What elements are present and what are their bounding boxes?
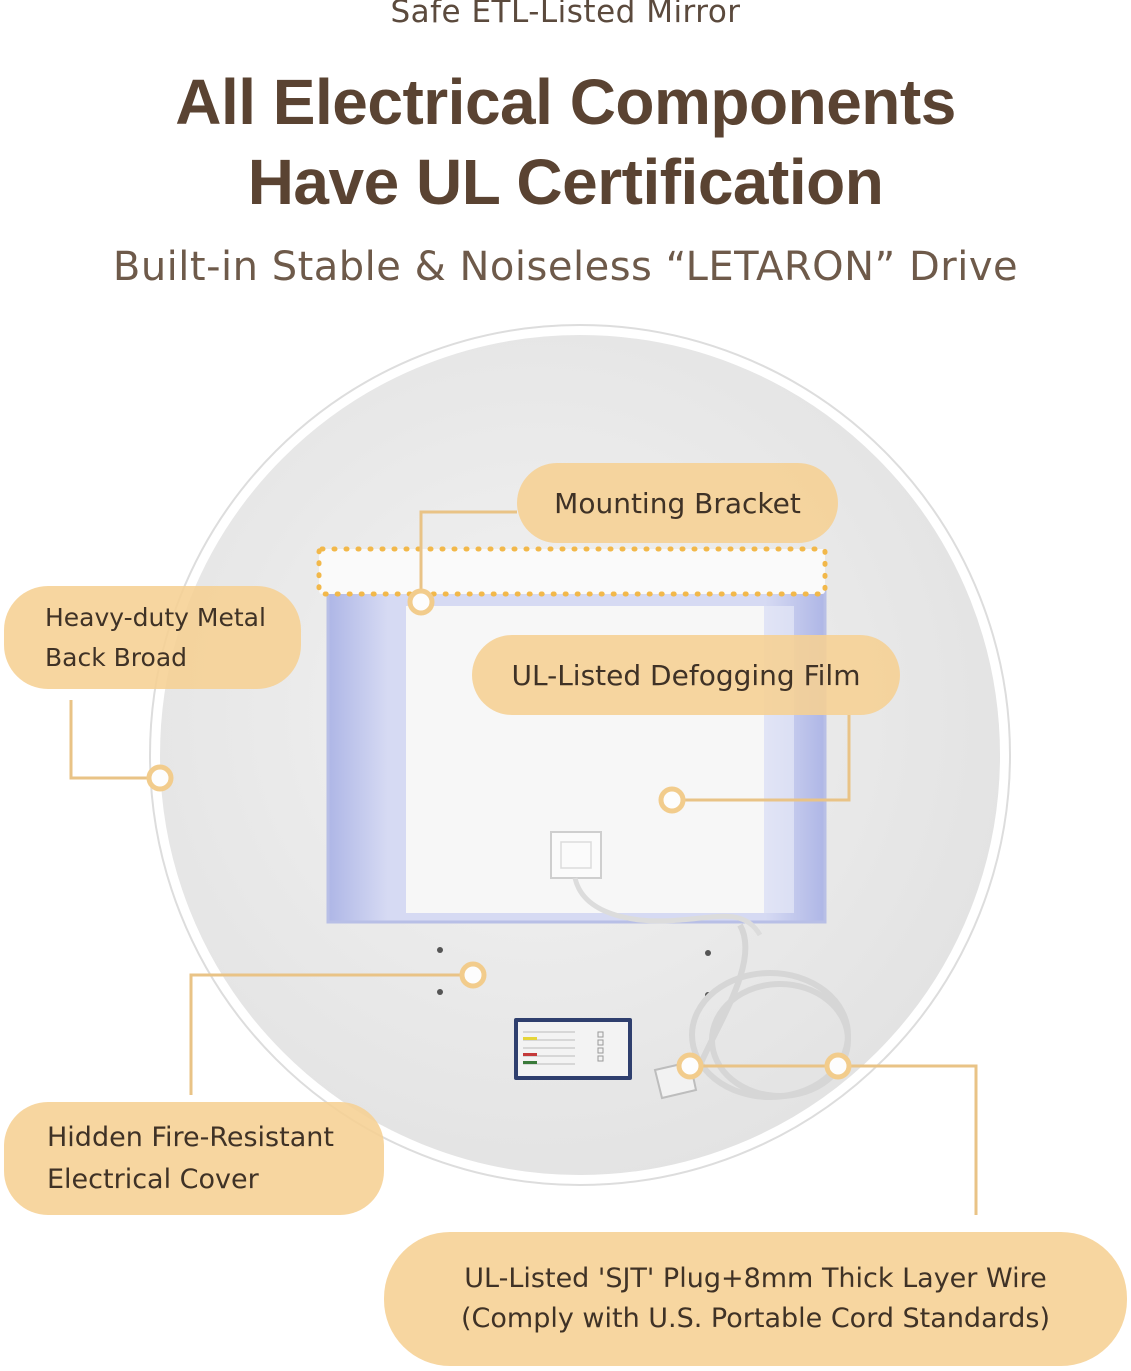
callout-defogging-film-label: UL-Listed Defogging Film — [511, 658, 861, 692]
headline-line-1: All Electrical Components — [175, 66, 956, 138]
callout-metal-back-line-1: Heavy-duty Metal — [45, 602, 266, 632]
anchor-dot-bracket — [407, 588, 435, 616]
callout-metal-back-line-2: Back Broad — [45, 642, 188, 672]
internal-wire — [572, 877, 763, 937]
leader-lines — [69, 510, 978, 1215]
mounting-bracket — [316, 546, 828, 597]
headline: All Electrical Components Have UL Certif… — [0, 62, 1131, 222]
callout-electrical-cover-line-1: Hidden Fire-Resistant — [47, 1121, 334, 1153]
anchor-dot-plug — [676, 1052, 704, 1080]
headline-line-2: Have UL Certification — [247, 146, 884, 218]
anchor-dot-defogging-film — [658, 786, 686, 814]
callout-defogging-film: UL-Listed Defogging Film — [472, 635, 900, 715]
callout-electrical-cover-line-2: Electrical Cover — [47, 1163, 259, 1195]
switch-box — [550, 831, 602, 879]
eyebrow-text: Safe ETL-Listed Mirror — [390, 0, 741, 30]
callout-mounting-bracket: Mounting Bracket — [517, 463, 838, 543]
power-cord-coil — [689, 923, 851, 1100]
callout-sjt-plug: UL-Listed 'SJT' Plug+8mm Thick Layer Wir… — [384, 1232, 1127, 1366]
anchor-dot-electrical-cover — [459, 961, 487, 989]
callout-electrical-cover: Hidden Fire-Resistant Electrical Cover — [4, 1102, 384, 1215]
anchor-dot-metal-back — [146, 764, 174, 792]
anchor-dot-wire — [824, 1052, 852, 1080]
callout-metal-back-board: Heavy-duty Metal Back Broad — [4, 586, 301, 689]
callout-plug-line-2: (Comply with U.S. Portable Cord Standard… — [461, 1303, 1050, 1334]
subheadline: Built-in Stable & Noiseless “LETARON” Dr… — [112, 244, 1019, 290]
callout-mounting-bracket-label: Mounting Bracket — [554, 486, 801, 520]
callout-plug-line-1: UL-Listed 'SJT' Plug+8mm Thick Layer Wir… — [464, 1263, 1047, 1294]
